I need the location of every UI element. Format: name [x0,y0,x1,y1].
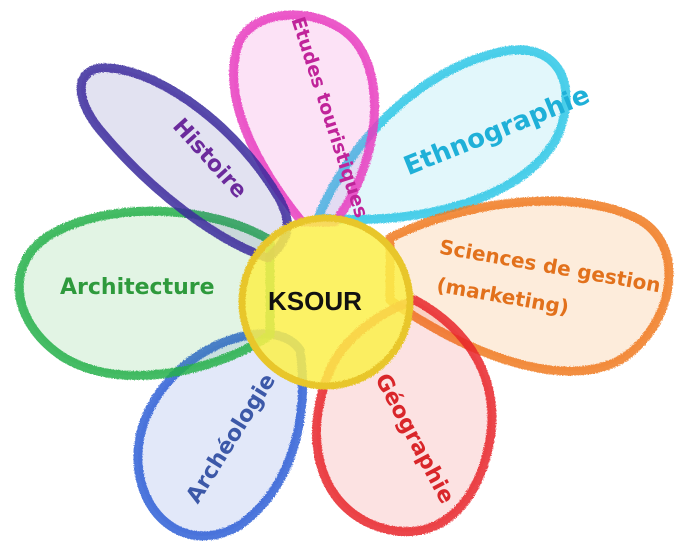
center-circle [238,214,414,390]
petal-histoire [76,63,292,263]
petal-architecture [14,206,275,380]
label-architecture: Architecture [60,275,215,300]
petal-etudes-touristiques [229,10,379,227]
center-label: KSOUR [268,286,362,316]
petal-ethnographie [313,45,571,225]
